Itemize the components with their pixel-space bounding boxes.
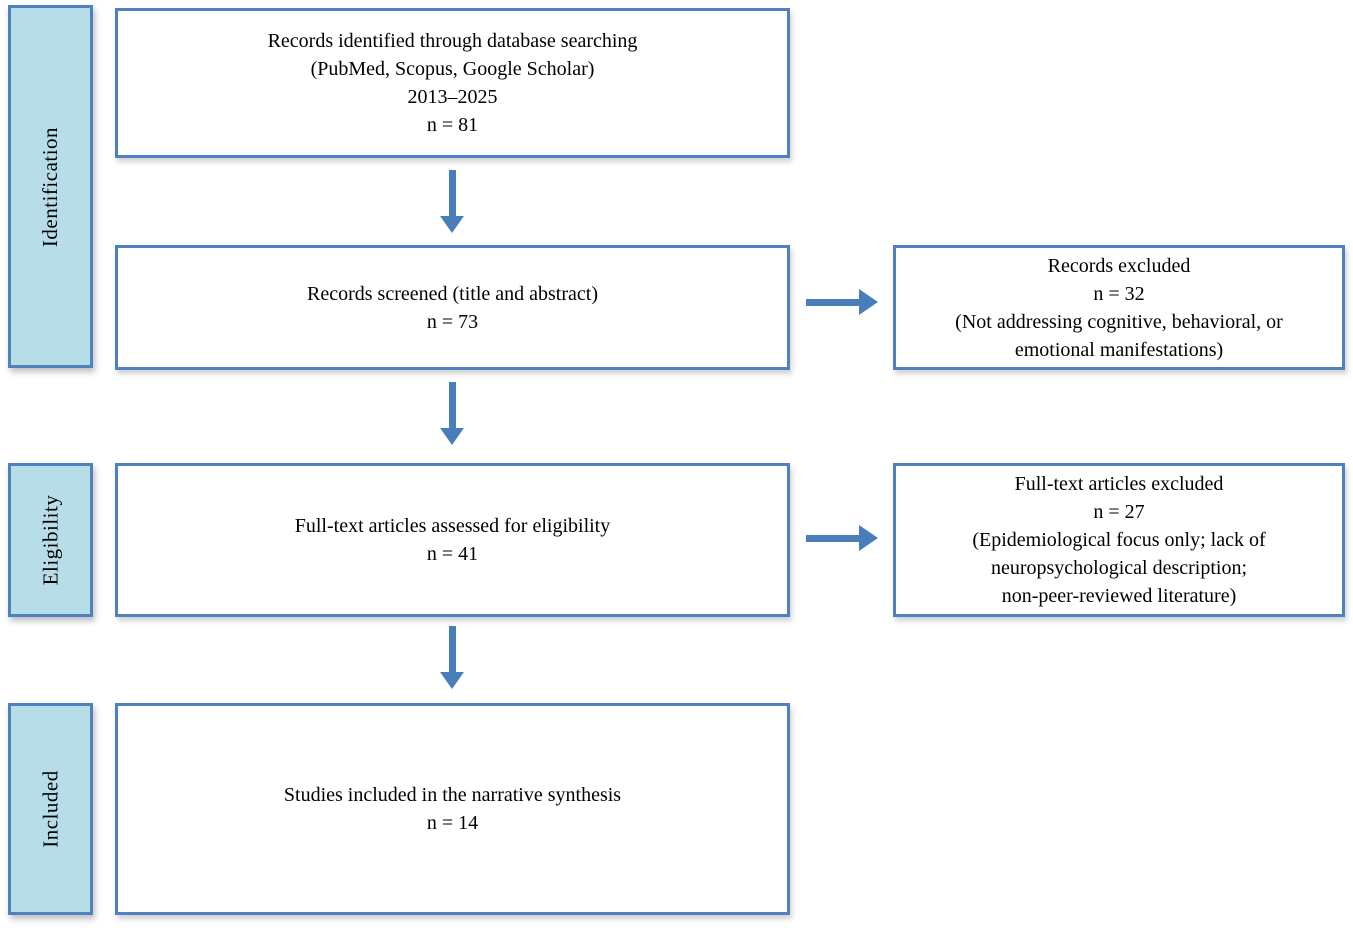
records-screened-title: Records screened (title and abstract) <box>307 282 598 305</box>
arrow-screened-to-excluded <box>806 289 878 315</box>
box-records-identified: Records identified through database sear… <box>115 8 790 158</box>
stage-included: Included <box>8 703 93 915</box>
fulltext-excluded-reason-1: (Epidemiological focus only; lack of <box>972 529 1266 551</box>
arrow-shaft <box>448 626 456 672</box>
fulltext-excluded-reason-2: neuropsychological description; <box>990 557 1248 579</box>
stage-identification: Identification <box>8 5 93 368</box>
arrow-shaft <box>448 170 456 216</box>
records-excluded-reason-1: (Not addressing cognitive, behavioral, o… <box>955 310 1283 333</box>
arrow-head-icon <box>440 672 464 689</box>
fulltext-assessed-count: n = 41 <box>426 543 479 565</box>
arrow-shaft <box>448 382 456 428</box>
records-excluded-reason-2: emotional manifestations) <box>1014 338 1224 361</box>
records-identified-years: 2013–2025 <box>407 86 498 108</box>
stage-identification-label: Identification <box>38 126 63 247</box>
studies-included-count: n = 14 <box>426 812 479 834</box>
records-identified-sources: (PubMed, Scopus, Google Scholar) <box>310 58 595 80</box>
arrow-identified-to-screened <box>440 170 464 233</box>
arrow-head-icon <box>440 216 464 233</box>
box-records-screened: Records screened (title and abstract) n … <box>115 245 790 370</box>
records-excluded-title: Records excluded <box>1047 254 1191 277</box>
records-screened-count: n = 73 <box>426 310 479 333</box>
records-excluded-count: n = 32 <box>1093 282 1145 305</box>
fulltext-excluded-title: Full-text articles excluded <box>1014 473 1224 495</box>
arrow-fulltext-to-included <box>440 626 464 689</box>
arrow-fulltext-to-excluded <box>806 525 878 551</box>
box-fulltext-assessed: Full-text articles assessed for eligibil… <box>115 463 790 617</box>
arrow-screened-to-fulltext <box>440 382 464 445</box>
arrow-shaft <box>806 534 859 542</box>
box-records-excluded: Records excluded n = 32 (Not addressing … <box>893 245 1345 370</box>
box-studies-included: Studies included in the narrative synthe… <box>115 703 790 915</box>
records-identified-count: n = 81 <box>426 114 479 136</box>
stage-eligibility: Eligibility <box>8 463 93 617</box>
fulltext-excluded-reason-3: non-peer-reviewed literature) <box>1001 585 1237 607</box>
arrow-head-icon <box>859 525 878 551</box>
box-fulltext-excluded: Full-text articles excluded n = 27 (Epid… <box>893 463 1345 617</box>
arrow-head-icon <box>440 428 464 445</box>
studies-included-title: Studies included in the narrative synthe… <box>283 784 622 806</box>
records-identified-title: Records identified through database sear… <box>267 30 638 52</box>
arrow-head-icon <box>859 289 878 315</box>
stage-eligibility-label: Eligibility <box>38 494 63 586</box>
fulltext-assessed-title: Full-text articles assessed for eligibil… <box>294 515 611 537</box>
fulltext-excluded-count: n = 27 <box>1093 501 1145 523</box>
stage-included-label: Included <box>38 770 63 848</box>
arrow-shaft <box>806 298 859 306</box>
